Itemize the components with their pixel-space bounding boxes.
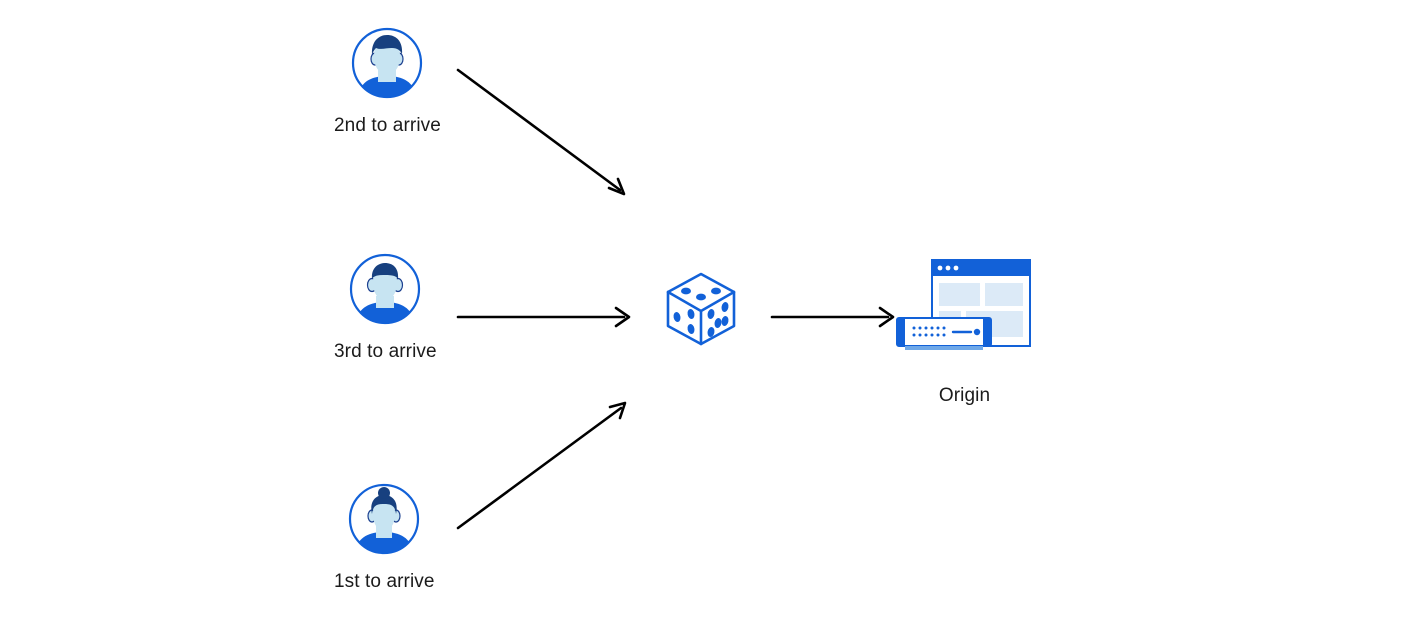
node-label-origin: Origin [938,385,991,406]
user-avatar-icon [350,26,424,100]
user-avatar-icon [347,482,421,556]
arrow-2nd-to-dice [456,68,626,196]
arrow-1st-to-dice [456,401,627,530]
rack-server-icon [896,317,992,350]
node-visitor-2nd[interactable]: 2nd to arrive [334,26,441,138]
arrow-3rd-to-dice [456,306,631,328]
origin-server-icon [892,252,1037,364]
arrow-dice-to-origin [770,306,895,328]
node-label-visitor-3rd: 3rd to arrive [334,341,437,362]
node-origin[interactable]: Origin [892,252,1037,408]
node-randomizer[interactable] [658,266,744,352]
node-visitor-1st[interactable]: 1st to arrive [334,482,435,594]
node-label-visitor-2nd: 2nd to arrive [334,115,441,136]
dice-icon [658,266,744,352]
node-visitor-3rd[interactable]: 3rd to arrive [334,252,437,364]
node-label-visitor-1st: 1st to arrive [334,571,435,592]
user-avatar-icon [348,252,422,326]
